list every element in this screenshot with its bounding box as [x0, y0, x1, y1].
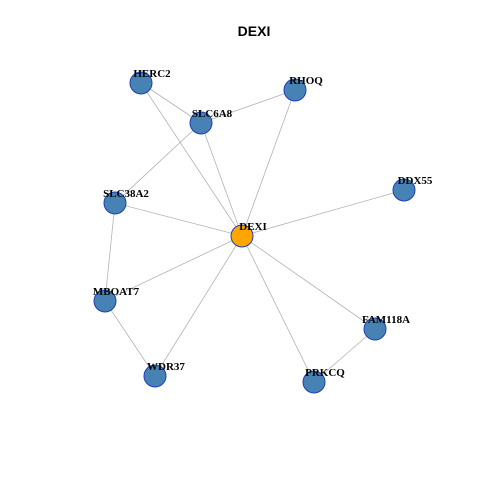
node-label-herc2: HERC2 [133, 68, 171, 80]
node-slc38a2 [103, 191, 127, 215]
edge-dexi-slc38a2 [114, 202, 243, 237]
node-rhoq [283, 78, 307, 102]
node-label-dexi: DEXI [239, 221, 267, 233]
edge-dexi-fam118a [241, 235, 376, 330]
node-label-mboat7: MBOAT7 [93, 286, 140, 298]
node-slc6a8 [189, 111, 213, 135]
node-label-slc6a8: SLC6A8 [192, 108, 233, 120]
edge-layer [104, 82, 405, 383]
node-label-slc38a2: SLC38A2 [103, 188, 149, 200]
node-label-prkcq: PRKCQ [305, 367, 345, 379]
edge-dexi-wdr37 [154, 235, 243, 377]
node-wdr37 [143, 364, 167, 388]
node-ddx55 [392, 178, 416, 202]
edge-slc38a2-mboat7 [104, 202, 116, 302]
edge-dexi-ddx55 [241, 189, 405, 237]
edge-mboat7-wdr37 [104, 300, 156, 377]
edge-fam118a-prkcq [313, 328, 376, 383]
edge-herc2-slc6a8 [140, 82, 202, 124]
node-herc2 [129, 71, 153, 95]
edge-dexi-mboat7 [104, 235, 243, 302]
node-layer [93, 71, 416, 394]
node-prkcq [302, 370, 326, 394]
node-dexi [230, 224, 254, 248]
node-label-ddx55: DDX55 [398, 175, 433, 187]
edge-dexi-rhoq [241, 89, 296, 237]
edge-slc6a8-rhoq [200, 89, 296, 124]
node-fam118a [363, 317, 387, 341]
edge-dexi-herc2 [140, 82, 243, 237]
node-label-wdr37: WDR37 [147, 361, 185, 373]
edge-dexi-slc6a8 [200, 122, 243, 237]
graph-title: DEXI [238, 23, 271, 39]
node-label-fam118a: FAM118A [362, 314, 410, 326]
node-label-rhoq: RHOQ [289, 75, 323, 87]
node-mboat7 [93, 289, 117, 313]
edge-dexi-prkcq [241, 235, 315, 383]
edge-slc6a8-slc38a2 [114, 122, 202, 204]
